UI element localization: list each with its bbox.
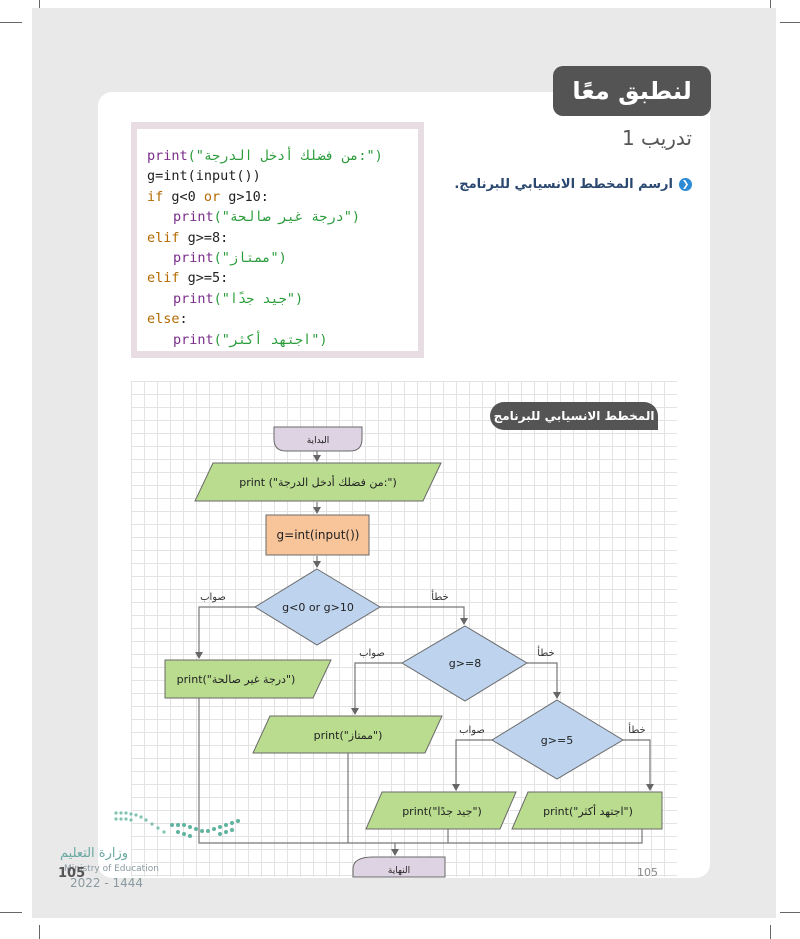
out-tryharder-label: print("اجتهد أكثر") — [543, 804, 633, 818]
decision3-label: g>=5 — [541, 734, 573, 747]
code-token: ("من فضلك أدخل الدرجة:") — [187, 148, 383, 164]
crop-mark — [0, 22, 22, 23]
ministry-name-ar: وزارة التعليم — [60, 846, 129, 861]
ministry-name-en: Ministry of Education — [64, 864, 159, 874]
code-line: print("اجتهد أكثر") — [147, 330, 418, 350]
start-label: البداية — [307, 436, 330, 446]
code-token: g=int(input()) — [147, 168, 261, 185]
no-label: خطأ — [628, 722, 645, 736]
page-number-left: 105 — [58, 866, 86, 881]
page-number-right: 105 — [637, 866, 658, 879]
code-line: print("ممتاز") — [147, 248, 418, 268]
decision2-label: g>=8 — [449, 657, 481, 670]
out-excellent-label: print("ممتاز") — [314, 729, 383, 742]
code-token: elif — [147, 229, 180, 246]
decision-3 — [491, 699, 624, 780]
crop-mark — [780, 912, 800, 913]
code-token: or — [203, 188, 221, 205]
shapes — [164, 426, 663, 878]
chevron-left-icon: ❮ — [679, 178, 692, 191]
crop-mark — [39, 925, 40, 939]
code-token: g<0 — [163, 188, 204, 205]
code-token: print — [173, 209, 214, 226]
output-excellent — [252, 715, 443, 754]
code-line: elif g>=5: — [147, 268, 418, 288]
section-banner: لنطبق معًا — [553, 66, 711, 116]
crop-mark — [780, 22, 800, 23]
code-token: else — [147, 311, 180, 328]
input-parallelogram — [194, 462, 442, 502]
process-box — [265, 514, 370, 556]
out-invalid-label: print("درجة غير صالحة") — [177, 673, 296, 686]
ministry-logo-icon — [114, 811, 240, 838]
code-token: : — [179, 311, 188, 328]
code-line: else: — [147, 309, 418, 329]
yes-label: صواب — [359, 648, 385, 659]
code-token: elif — [147, 270, 180, 287]
start-terminal — [273, 426, 363, 452]
yes-label: صواب — [200, 592, 226, 603]
code-token: ("درجة غير صالحة") — [213, 209, 360, 226]
output-verygood — [365, 791, 517, 830]
code-token: ("اجتهد أكثر") — [213, 331, 328, 348]
code-token: print — [173, 331, 214, 348]
yes-label: صواب — [459, 725, 485, 736]
instruction-text: ارسم المخطط الانسيابي للبرنامج. — [454, 177, 673, 192]
out-verygood-label: print("جيد جدًا") — [402, 805, 482, 818]
code-listing: print("من فضلك أدخل الدرجة:") g=int(inpu… — [137, 129, 418, 351]
code-line: elif g>=8: — [147, 228, 418, 248]
end-label: النهاية — [388, 866, 410, 876]
code-token: g>10: — [220, 188, 269, 205]
code-token: print — [173, 249, 214, 266]
code-token: g>=8: — [179, 229, 229, 246]
shape-labels: البداية print ("من فضلك أدخل الدرجة:") g… — [177, 436, 633, 876]
code-token: g>=5: — [179, 270, 229, 287]
process-label: g=int(input()) — [277, 528, 360, 542]
code-token: print — [173, 290, 214, 307]
code-token: if — [147, 188, 164, 205]
connectors — [195, 449, 654, 856]
end-terminal — [352, 856, 446, 878]
instruction: ❮ ارسم المخطط الانسيابي للبرنامج. — [454, 177, 692, 192]
code-line: if g<0 or g>10: — [147, 187, 418, 207]
input-label: print ("من فضلك أدخل الدرجة:") — [239, 475, 397, 489]
code-line: print("من فضلك أدخل الدرجة:") — [147, 146, 418, 166]
output-tryharder — [511, 791, 663, 830]
code-line: print("جيد جدًا") — [147, 289, 418, 309]
crop-mark — [770, 0, 771, 14]
branch-labels: صواب خطأ صواب خطأ صواب خطأ — [200, 589, 646, 736]
code-token: ("جيد جدًا") — [213, 290, 304, 307]
code-line: g=int(input()) — [147, 166, 418, 186]
crop-mark — [0, 912, 22, 913]
no-label: خطأ — [537, 645, 554, 659]
decision-2 — [401, 625, 528, 702]
crop-mark — [39, 0, 40, 14]
exercise-title: تدريب 1 — [621, 126, 692, 150]
code-box: print("من فضلك أدخل الدرجة:") g=int(inpu… — [131, 122, 424, 358]
code-token: print — [147, 148, 188, 164]
decision-1 — [254, 568, 381, 646]
code-token: ("ممتاز") — [213, 249, 287, 266]
flowchart-title: المخطط الانسيابي للبرنامج — [490, 402, 658, 430]
decision1-label: g<0 or g>10 — [282, 601, 354, 614]
no-label: خطأ — [431, 589, 448, 603]
crop-mark — [770, 925, 771, 939]
output-invalid — [164, 659, 332, 699]
code-line: print("درجة غير صالحة") — [147, 207, 418, 227]
ministry-year: 2022 - 1444 — [70, 876, 144, 890]
